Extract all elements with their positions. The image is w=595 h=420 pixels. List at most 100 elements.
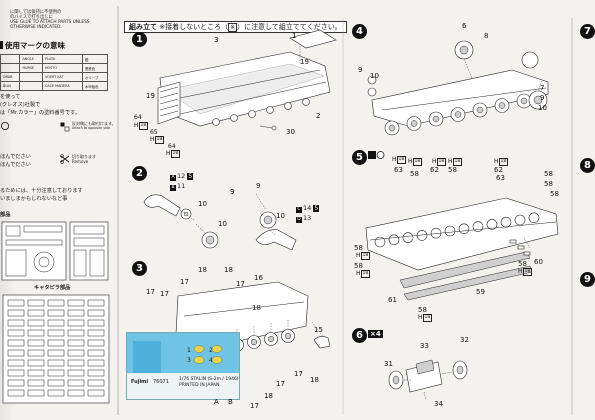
track-link-part [27,299,45,307]
s5-label-58f: 58 [354,244,363,252]
warning-block: に関しては保持に不使用の のバイスで打ち出しに USE GLUE TO ATTA… [10,10,110,30]
step-2-drawing [143,193,297,251]
s4-label-10a: 10 [370,72,379,80]
track-link-part [47,309,65,317]
s5-label-62a: 62 [430,166,439,174]
track-link-part [47,339,65,347]
track-link-part [47,369,65,377]
track-link-part [87,389,105,397]
s3-label-6: 17 [236,280,245,288]
usage-line-3: は「Mr.カラー」の塗料番号です。 [0,110,80,116]
track-link-part [67,359,85,367]
reverse-side-icon [60,122,70,132]
track-link-part [87,299,105,307]
s6-label-34: 34 [434,400,443,408]
s3-label-0: 17 [146,288,155,296]
track-link-part [7,349,25,357]
front-plate-rib [159,86,179,93]
paint-marks-title: 使用マークの意味 [0,40,65,51]
s3-label-7: 18 [252,304,261,312]
track-link-part [27,329,45,337]
s5-label-62b: 62 [494,166,503,174]
track-link-part [87,329,105,337]
track-link-part [67,379,85,387]
header-title: 組み立て ※接着しないところ（※）に注意して組立ててください。 [124,21,347,33]
decal-letter-b: B [228,398,233,406]
s3-label-10: 18 [310,376,319,384]
track-link-part [7,359,25,367]
track-link-part [7,339,25,347]
track-link-part [7,309,25,317]
bogie-mount [230,114,238,122]
s3-label-9: 17 [294,370,303,378]
track-link-part [47,299,65,307]
front-plate-rib [159,98,179,105]
step-6-multiplier: ×4 [368,330,383,338]
drill-hole-icon [1,122,9,130]
s5-label-59: 59 [476,288,485,296]
usage-line-7: いましまかもしれないなど事 [0,196,68,202]
track-link-part [27,369,45,377]
track-link-part [27,309,45,317]
track-link-part [87,349,105,357]
s5-label-63a: 63 [394,166,403,174]
step-6-drawing [388,359,468,401]
track-link-part [47,319,65,327]
step-3-number: 3 [132,261,147,276]
track-wheel [486,219,498,230]
decal-brand: Fujimi [131,379,149,385]
step-1-number: 1 [132,32,147,47]
decal-mark-2: 2 [209,347,213,354]
scissors-icon [60,154,70,164]
decal-emblems [193,345,223,364]
s3-label-3: 18 [198,266,207,274]
usage-line-4: ほんでださい [0,154,31,160]
step-5-drawing [365,197,559,301]
symbol-reverse-en: Attach to opposite side. [72,126,112,130]
symbol-cut-en: Remove [72,159,89,164]
usage-line-5: ほんでださい [0,162,31,168]
usage-line-6: るためには、十分注意しております [0,188,83,194]
track-link-part [7,299,25,307]
track-link-part [27,359,45,367]
s1-label-19b: 19 [146,92,155,100]
track-link-part [87,309,105,317]
symbol-cut-jp: 切り取ります [72,154,96,159]
s1-label-64b: 64 [168,143,176,150]
s5-label-58c: 58 [544,170,553,178]
road-wheel-hub [388,124,396,132]
paint-table-cell [19,81,43,91]
s3-label-12: 18 [264,392,273,400]
track-link-part [87,379,105,387]
s4-label-8: 8 [484,32,489,40]
track-link-part [67,349,85,357]
s1-label-3: 3 [214,36,219,44]
front-plate-rib [159,104,179,111]
paint-table-cell: CACE MADERA [41,81,83,91]
bogie-mount [248,110,256,118]
decal-mark-3: 3 [187,357,191,364]
s5-label-58i: 58 [354,262,363,270]
road-wheel-hub [284,332,292,340]
no-glue-mark-icon: ※ [228,23,238,32]
s5-label-58b: 58 [448,166,457,174]
s2-label-9b: 9 [230,188,235,196]
track-link-part [47,349,65,357]
step-9-number: 9 [580,272,595,287]
warning-jp: に関しては保持に不使用の [10,10,62,15]
s5-label-61: 61 [388,296,397,304]
s5-label-58a: 58 [410,170,419,178]
s5-label-63b: 63 [496,174,505,182]
track-link-part [87,319,105,327]
track-link-part [7,319,25,327]
step-4-number: 4 [352,24,367,39]
section-bar-icon [0,41,3,49]
step-1-hull-drawing [157,30,337,131]
track-link-part [7,329,25,337]
